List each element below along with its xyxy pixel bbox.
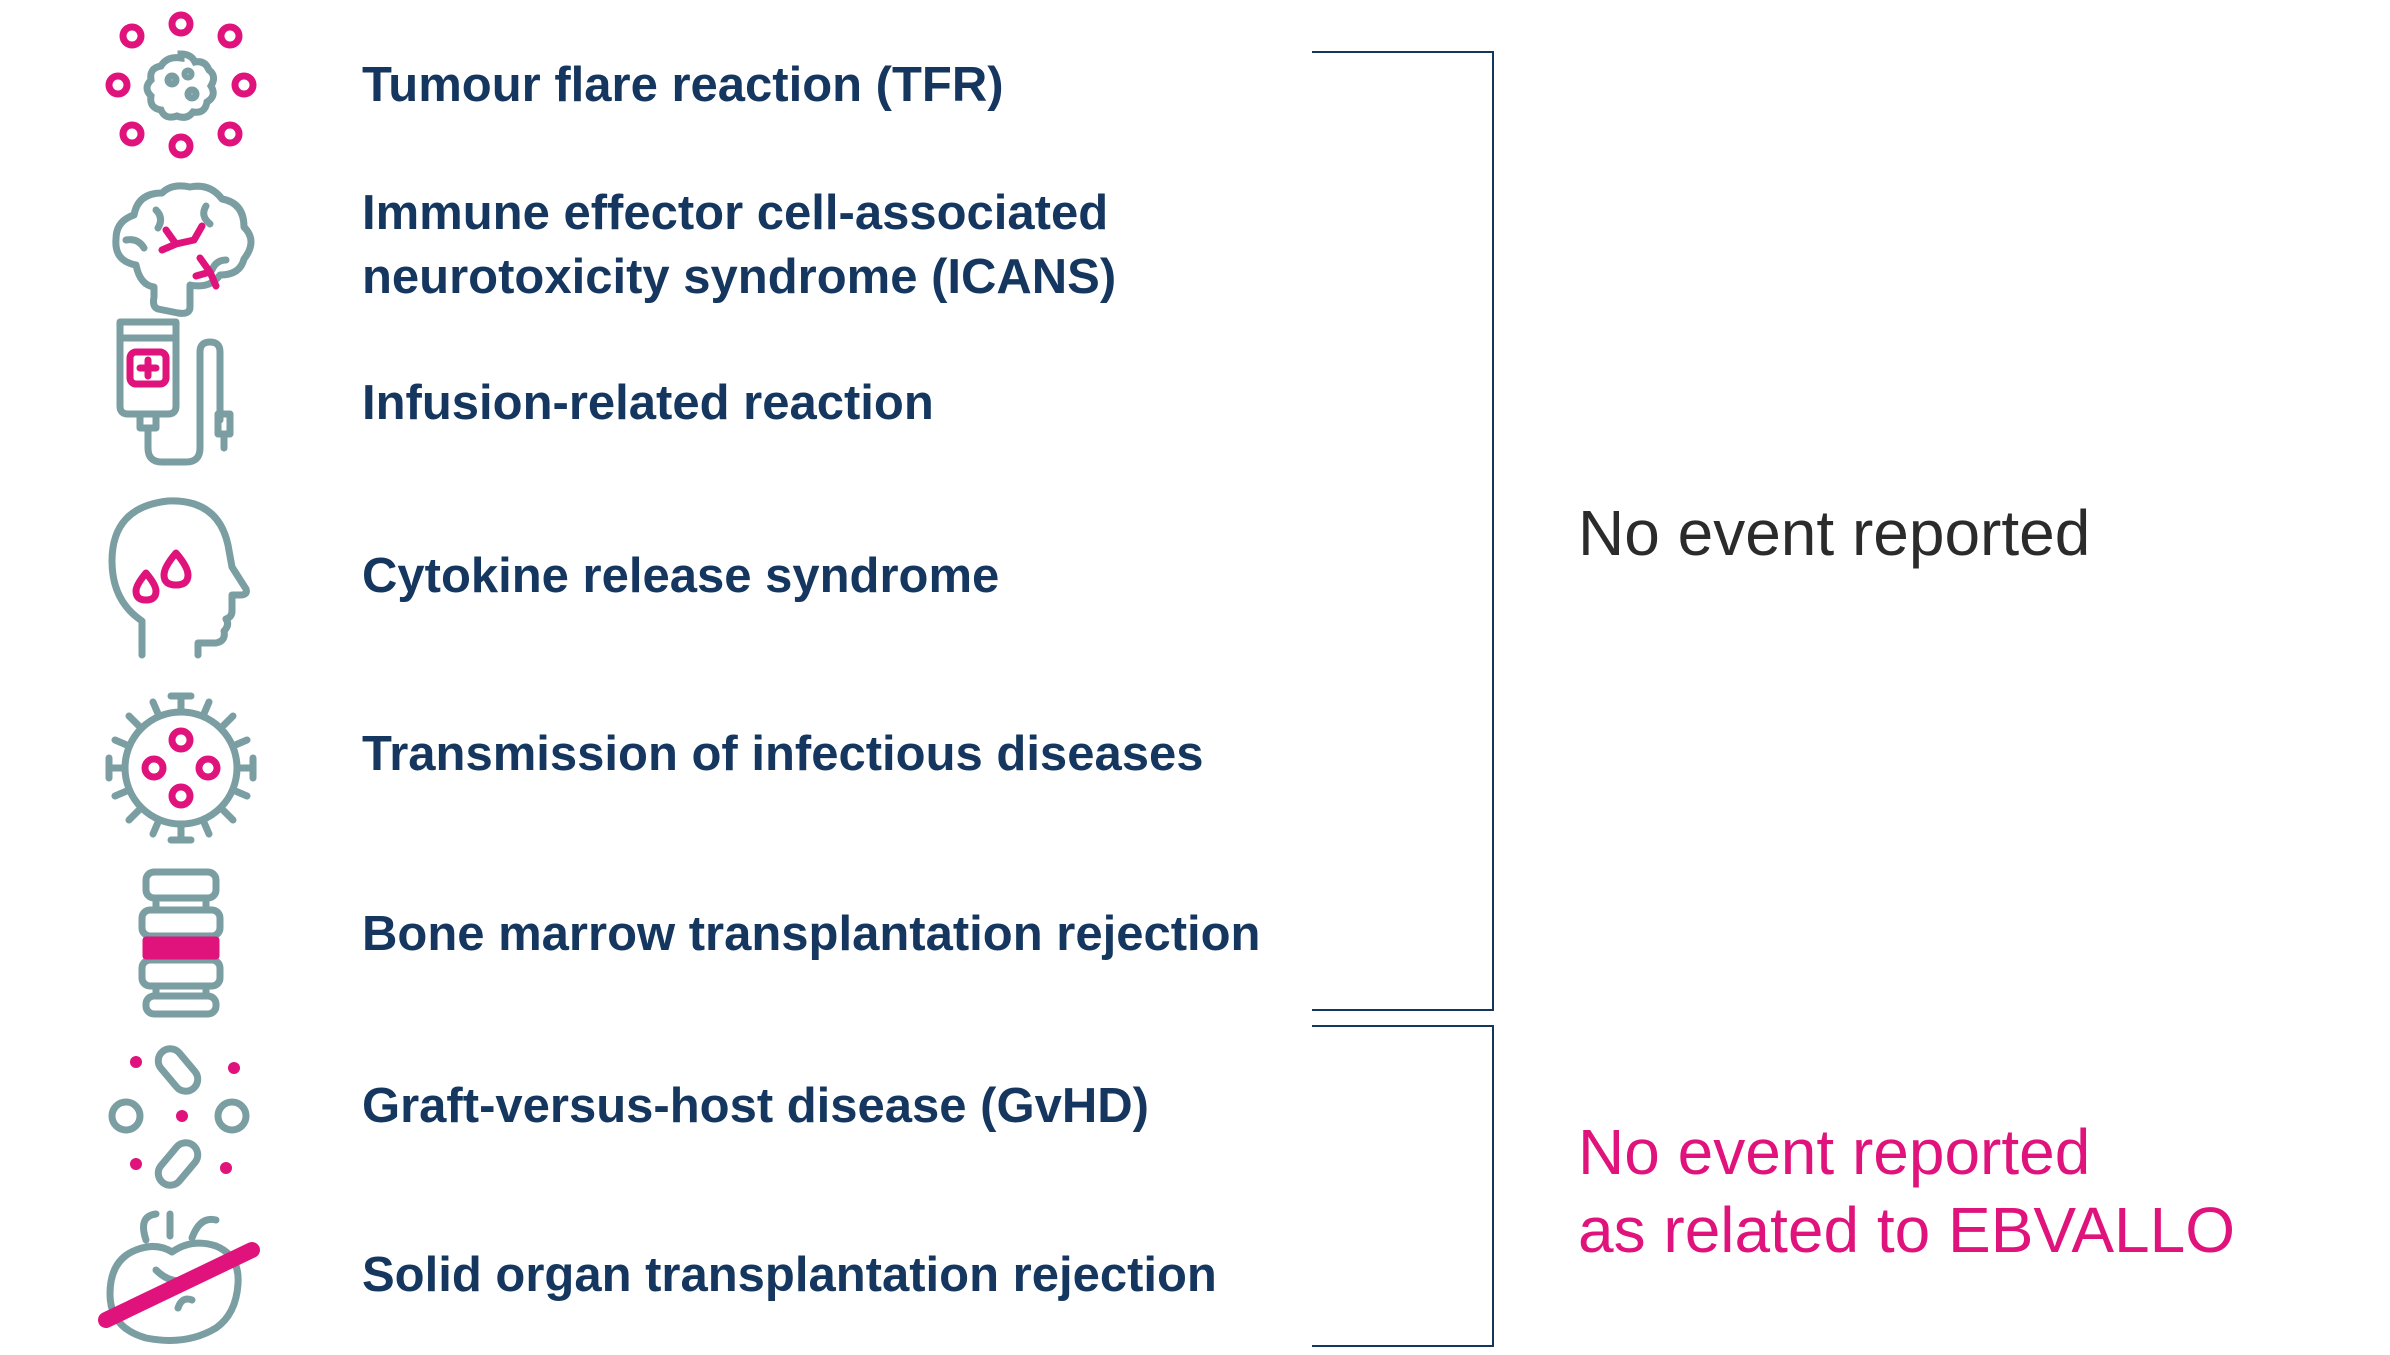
adverse-event-label: Solid organ transplantation rejection <box>362 1248 1217 1302</box>
adverse-event-label: Infusion-related reaction <box>362 376 934 430</box>
cell-cluster-icon <box>96 10 266 160</box>
list-item: Immune effector cell-associated neurotox… <box>0 170 1320 320</box>
adverse-event-label: Immune effector cell-associated neurotox… <box>362 186 1117 304</box>
group-bracket-1 <box>1312 51 1494 1011</box>
adverse-event-label: Bone marrow transplantation rejection <box>362 907 1261 961</box>
infusion-bag-icon <box>96 318 266 468</box>
spine-icon <box>96 868 266 1018</box>
adverse-event-label: Tumour flare reaction (TFR) <box>362 58 1004 112</box>
cells-dots-icon <box>96 1040 266 1195</box>
group-bracket-2 <box>1312 1025 1494 1347</box>
brain-icon <box>96 170 266 320</box>
list-item: Graft-versus-host disease (GvHD) <box>0 1040 1320 1195</box>
list-item: Infusion-related reaction <box>0 318 1320 468</box>
group-result-1: No event reported <box>1578 497 2091 569</box>
adverse-event-label: Graft-versus-host disease (GvHD) <box>362 1079 1149 1133</box>
list-item: Bone marrow transplantation rejection <box>0 868 1320 1018</box>
list-item: Solid organ transplantation rejection <box>0 1210 1320 1350</box>
group-result-2: No event reported as related to EBVALLO <box>1578 1116 2235 1266</box>
list-item: Transmission of infectious diseases <box>0 688 1320 848</box>
virus-icon <box>96 688 266 848</box>
head-profile-drops-icon <box>96 495 266 660</box>
adverse-event-label: Cytokine release syndrome <box>362 549 1000 603</box>
adverse-event-label: Transmission of infectious diseases <box>362 727 1204 781</box>
crossed-heart-icon <box>96 1210 266 1350</box>
list-item: Tumour flare reaction (TFR) <box>0 10 1320 160</box>
list-item: Cytokine release syndrome <box>0 495 1320 660</box>
